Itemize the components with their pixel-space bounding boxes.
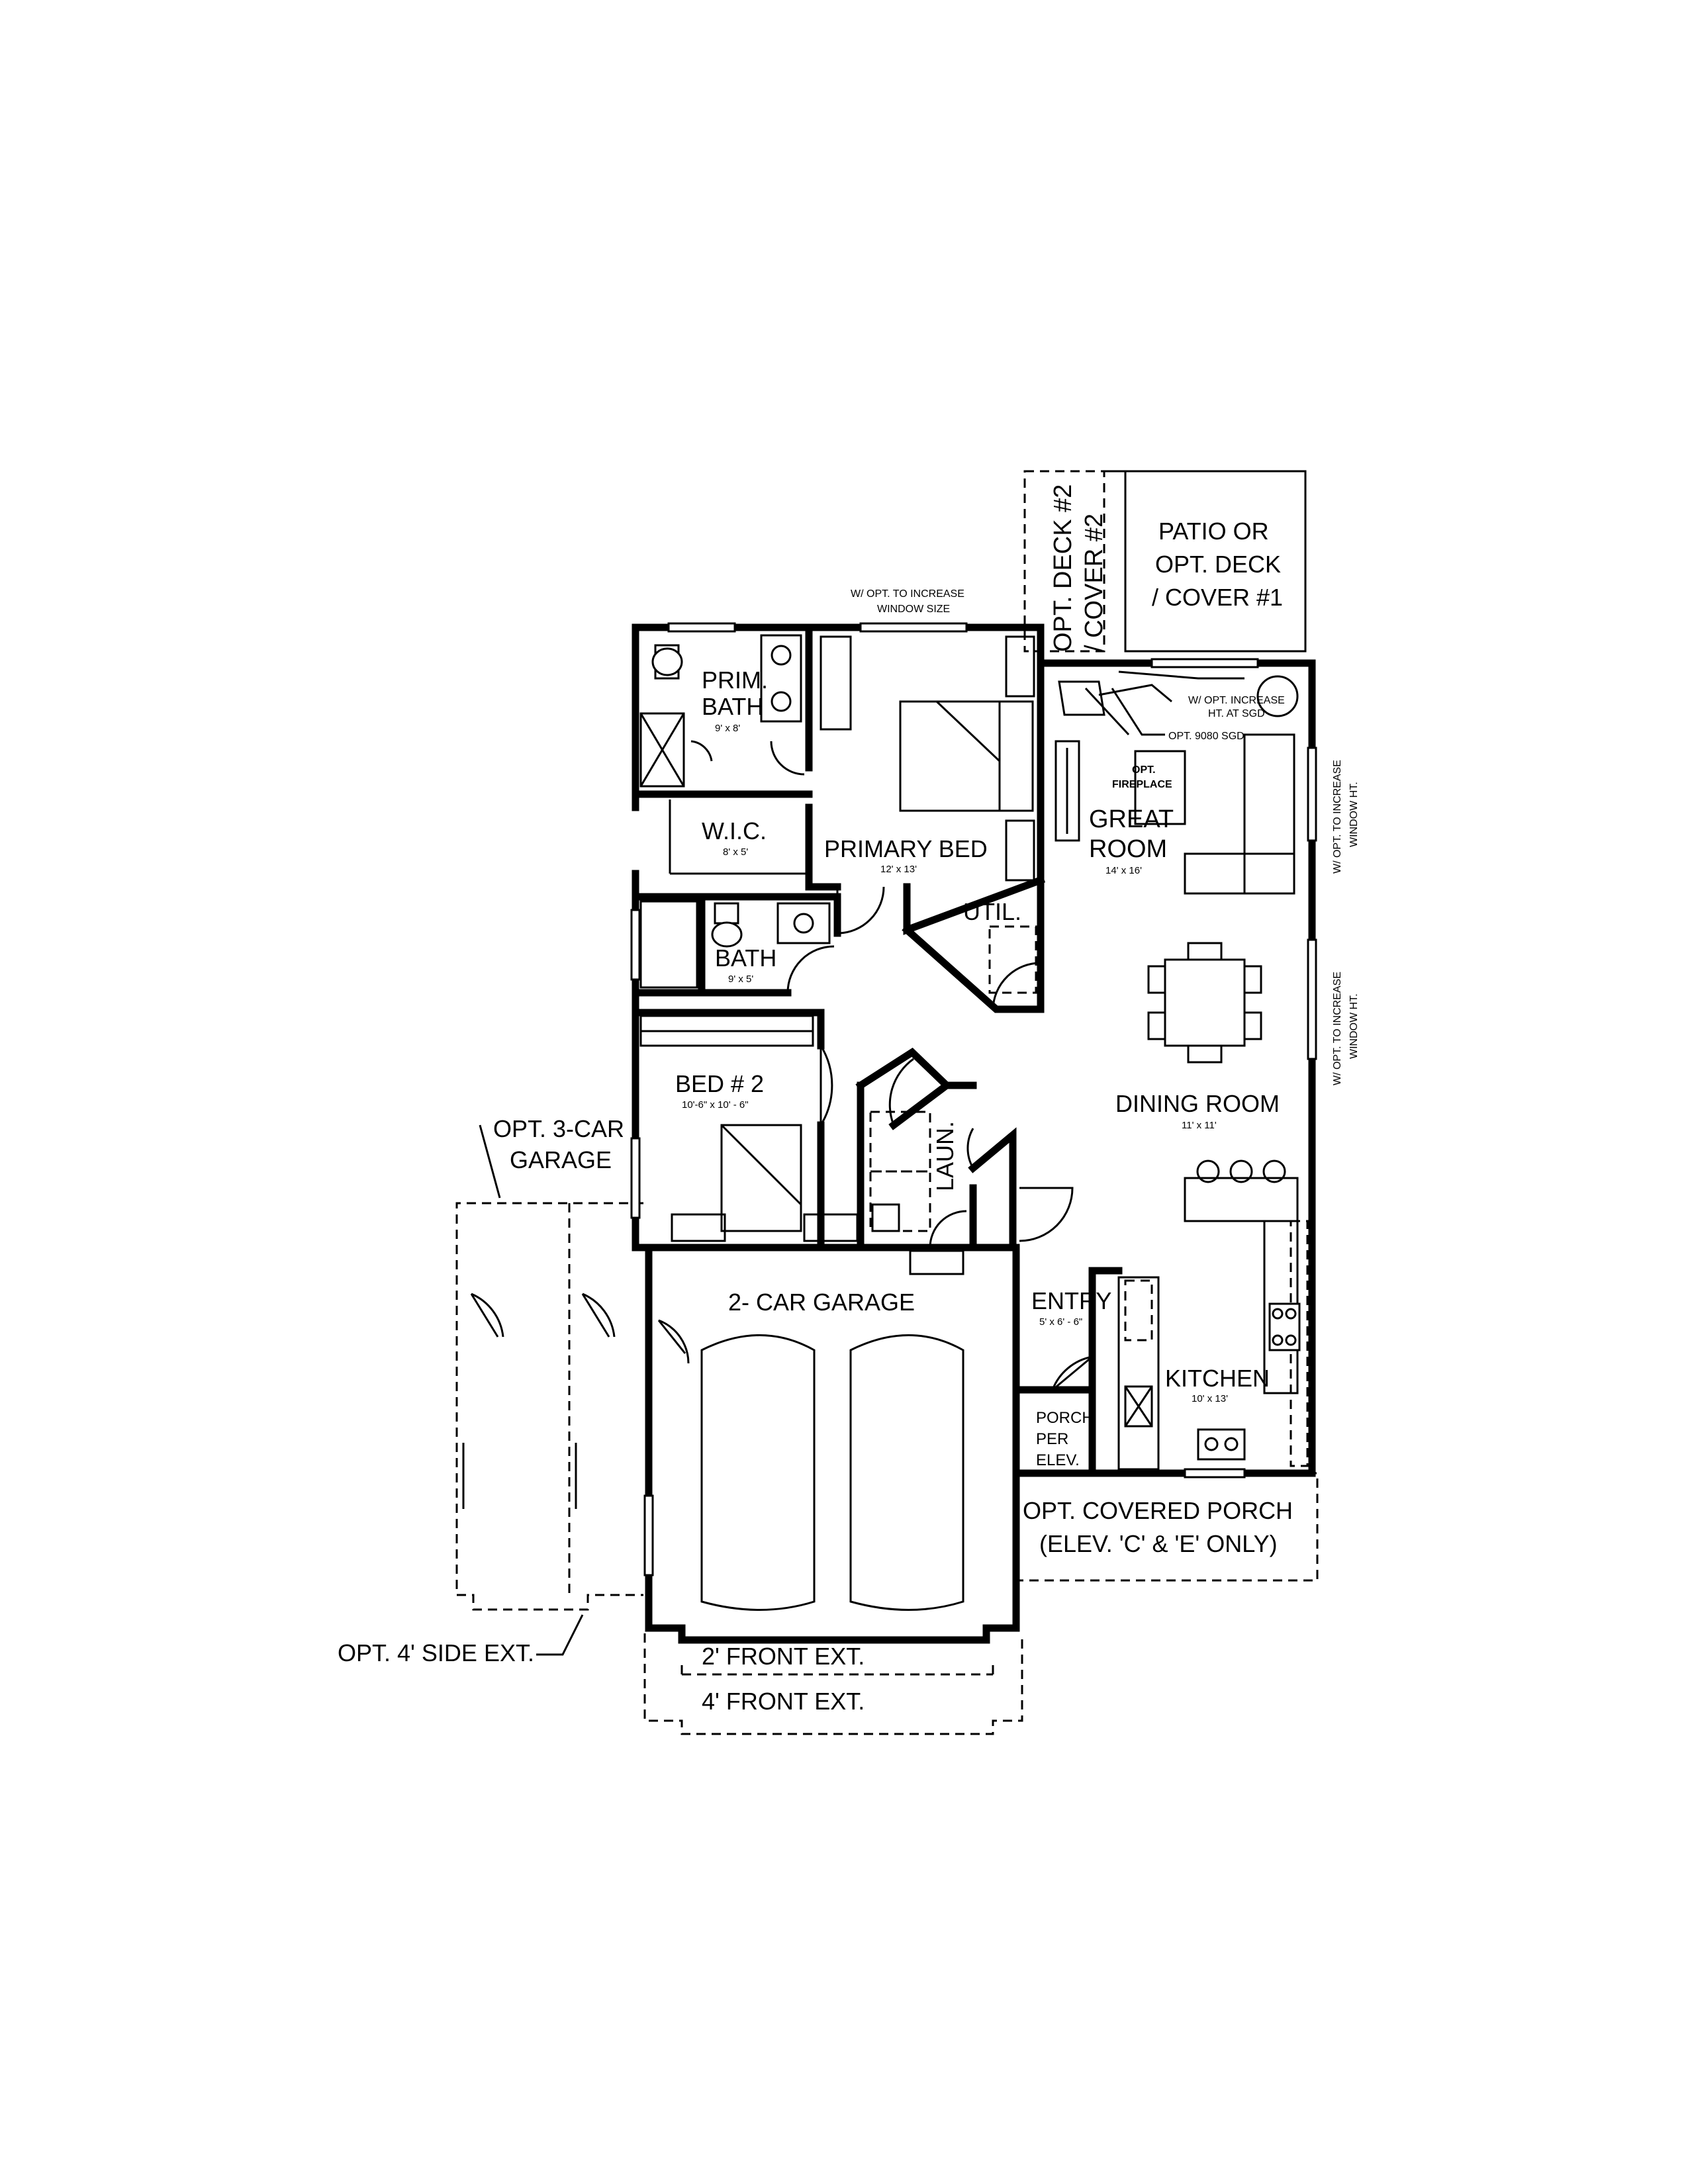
- sgd-height-note: W/ OPT. INCREASE: [1188, 695, 1285, 706]
- entry-label: ENTRY: [1031, 1287, 1111, 1314]
- right-window-note-2: WINDOW HT.: [1348, 782, 1360, 847]
- dining-room-dim: 11' x 11': [1182, 1120, 1217, 1131]
- prim-bath-label-2: BATH: [702, 693, 763, 720]
- optional-covered-porch: [1017, 1472, 1319, 1582]
- prim-bath-dim: 9' x 8': [715, 723, 740, 734]
- sgd-note: OPT. 9080 SGD: [1168, 731, 1244, 742]
- right-window-note: W/ OPT. TO INCREASE: [1332, 760, 1343, 874]
- optional-front-extensions: [643, 1633, 1023, 1735]
- windows: [630, 622, 1317, 1576]
- three-car-garage-label: OPT. 3-CAR: [493, 1115, 624, 1142]
- leader-lines: [479, 670, 1244, 1656]
- great-room-label-2: ROOM: [1089, 835, 1167, 863]
- kitchen-label: KITCHEN: [1165, 1365, 1270, 1392]
- bath-dim: 9' x 5': [728, 974, 753, 985]
- kitchen-fixtures: [1117, 1160, 1309, 1471]
- bed2-furniture: [639, 1015, 859, 1242]
- top-window-note-2: WINDOW SIZE: [877, 604, 950, 615]
- side-ext-label: OPT. 4' SIDE EXT.: [338, 1639, 534, 1666]
- bath-fixtures: [639, 900, 831, 989]
- patio-label-2: OPT. DECK: [1155, 551, 1281, 578]
- front-ext-2-label: 2' FRONT EXT.: [702, 1643, 865, 1670]
- patio-area: [1104, 470, 1307, 653]
- sgd-height-note-2: HT. AT SGD: [1208, 708, 1265, 719]
- porch-label-3: ELEV.: [1036, 1451, 1080, 1469]
- front-ext-4-label: 4' FRONT EXT.: [702, 1688, 865, 1715]
- garage-parking-outlines: [657, 1250, 964, 1611]
- primary-bed-dim: 12' x 13': [880, 864, 917, 875]
- entry-dim: 5' x 6' - 6": [1039, 1316, 1082, 1328]
- top-window-note: W/ OPT. TO INCREASE: [851, 588, 964, 600]
- primary-bed-label: PRIMARY BED: [824, 835, 988, 862]
- wic-label: W.I.C.: [702, 817, 767, 844]
- dining-table: [1147, 942, 1262, 1064]
- three-car-garage-label-2: GARAGE: [510, 1146, 612, 1173]
- doors: [690, 740, 1096, 1391]
- fireplace-note-2: FIREPLACE: [1112, 779, 1172, 790]
- optional-3-car-garage: [455, 1202, 643, 1611]
- covered-porch-label-2: (ELEV. 'C' & 'E' ONLY): [1039, 1530, 1278, 1557]
- great-room-dim: 14' x 16': [1105, 865, 1142, 876]
- wic-dim: 8' x 5': [723, 846, 748, 858]
- right-window-note-4: WINDOW HT.: [1348, 993, 1360, 1059]
- fireplace-note: OPT.: [1132, 764, 1156, 776]
- opt-deck-2-label-2: / COVER #2: [1080, 514, 1108, 652]
- patio-label-3: / COVER #1: [1152, 584, 1283, 611]
- walls: [632, 623, 1316, 1644]
- great-room-label: GREAT: [1089, 805, 1174, 833]
- right-window-note-3: W/ OPT. TO INCREASE: [1332, 972, 1343, 1085]
- util-fixtures: [988, 925, 1037, 994]
- bath-label: BATH: [715, 944, 776, 972]
- dining-room-label: DINING ROOM: [1115, 1090, 1280, 1117]
- patio-label: PATIO OR: [1158, 518, 1269, 545]
- optional-deck-2: [1023, 470, 1105, 653]
- kitchen-dim: 10' x 13': [1192, 1393, 1228, 1404]
- bed2-dim: 10'-6" x 10' - 6": [682, 1099, 749, 1111]
- opt-deck-2-label: OPT. DECK #2: [1049, 484, 1077, 652]
- garage-label: 2- CAR GARAGE: [728, 1289, 915, 1316]
- laundry-label: LAUN.: [931, 1121, 959, 1191]
- porch-label: PORCH: [1036, 1409, 1094, 1427]
- covered-porch-label: OPT. COVERED PORCH: [1023, 1497, 1293, 1524]
- util-label: UTIL.: [963, 898, 1021, 925]
- prim-bath-fixtures: [639, 634, 802, 788]
- primary-bed-furniture: [820, 635, 1035, 882]
- bed2-label: BED # 2: [675, 1070, 764, 1097]
- laundry-fixtures: [869, 1111, 931, 1232]
- great-room-furniture: [1055, 675, 1299, 895]
- prim-bath-label: PRIM.: [702, 666, 768, 694]
- porch-label-2: PER: [1036, 1430, 1068, 1448]
